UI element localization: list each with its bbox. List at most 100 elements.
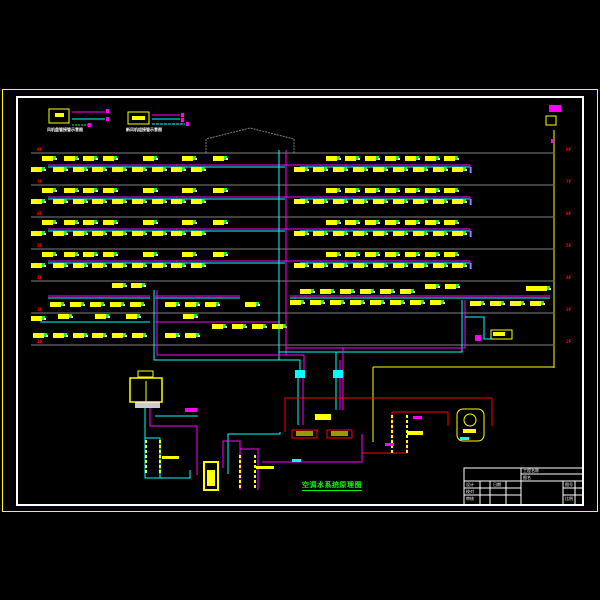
- fan-coil-unit-valve: [176, 333, 179, 337]
- fan-coil-unit: [53, 167, 64, 172]
- tb-drawing-label: 图名: [523, 475, 531, 480]
- fan-coil-unit: [470, 301, 481, 306]
- fan-coil-unit-valve: [396, 220, 399, 224]
- floor-tag-left: 2F: [37, 339, 43, 344]
- fan-coil-unit-fitting: [77, 158, 79, 160]
- fan-coil-unit-fitting: [108, 316, 110, 318]
- fan-coil-unit-valve: [436, 252, 439, 256]
- boiler-burner: [463, 413, 477, 427]
- fan-coil-unit: [185, 302, 196, 307]
- fan-coil-unit-valve: [114, 188, 117, 192]
- fan-coil-unit-fitting: [346, 201, 348, 203]
- fan-coil-unit-valve: [123, 263, 126, 267]
- fan-coil-unit: [95, 314, 106, 319]
- expansion-tank-group: [545, 105, 561, 143]
- fan-coil-unit: [213, 156, 224, 161]
- fan-coil-unit-fitting: [105, 265, 107, 267]
- fan-coil-unit-valve: [321, 300, 324, 304]
- fan-coil-unit: [73, 263, 84, 268]
- fan-coil-unit: [132, 167, 143, 172]
- fan-coil-unit-valve: [436, 284, 439, 288]
- fan-coil-unit-fitting: [198, 335, 200, 337]
- fan-coil-unit-fitting: [156, 158, 158, 160]
- fan-coil-unit-valve: [444, 263, 447, 267]
- fan-coil-unit-valve: [364, 199, 367, 203]
- fan-coil-unit-valve: [154, 156, 157, 160]
- fan-coil-unit-valve: [436, 156, 439, 160]
- fan-coil-unit-valve: [404, 263, 407, 267]
- fan-coil-unit-fitting: [503, 303, 505, 305]
- fan-coil-unit-valve: [137, 314, 140, 318]
- fan-coil-unit-valve: [311, 289, 314, 293]
- supply-loop-lower-right: [278, 290, 463, 353]
- floor-tag-left: 4F: [37, 275, 43, 280]
- ahu-tag: [475, 335, 481, 341]
- fan-coil-unit: [143, 252, 154, 257]
- fan-coil-unit-valve: [356, 156, 359, 160]
- fan-coil-unit-fitting: [426, 169, 428, 171]
- fan-coil-unit: [413, 167, 424, 172]
- fan-coil-unit-fitting: [386, 201, 388, 203]
- fan-coil-unit-valve: [182, 263, 185, 267]
- boiler-connection: [460, 437, 469, 440]
- fan-coil-unit-fitting: [44, 265, 46, 267]
- chw-tag: [292, 459, 301, 462]
- floor-tag-right: 2F: [566, 339, 572, 344]
- fan-coil-unit-valve: [142, 283, 145, 287]
- fan-coil-unit-valve: [61, 302, 64, 306]
- fan-coil-unit: [444, 188, 455, 193]
- fan-coil-unit-valve: [94, 252, 97, 256]
- expansion-tank-tag: [551, 139, 554, 143]
- fan-coil-unit-fitting: [378, 190, 380, 192]
- fan-coil-unit: [365, 156, 376, 161]
- fan-coil-unit-valve: [141, 302, 144, 306]
- air-handling-unit-icon-core: [132, 116, 145, 120]
- fan-coil-unit-fitting: [406, 169, 408, 171]
- fan-coil-unit: [393, 231, 404, 236]
- fan-coil-unit-fitting: [358, 190, 360, 192]
- fan-coil-unit-valve: [344, 199, 347, 203]
- fan-coil-unit-fitting: [446, 201, 448, 203]
- fan-coil-unit: [353, 263, 364, 268]
- fan-coil-unit: [213, 220, 224, 225]
- fan-coil-unit: [143, 156, 154, 161]
- fan-coil-unit: [326, 220, 337, 225]
- floor-tag-left: 3F: [37, 307, 43, 312]
- fan-coil-unit-fitting: [549, 288, 551, 290]
- fan-coil-unit: [42, 252, 53, 257]
- fan-coil-unit: [191, 167, 202, 172]
- fan-coil-unit-valve: [547, 286, 550, 290]
- fan-coil-unit: [413, 231, 424, 236]
- air-handling-unit: [490, 329, 513, 340]
- fan-coil-unit-valve: [404, 231, 407, 235]
- fan-coil-unit: [510, 301, 521, 306]
- legend-group: [48, 108, 189, 127]
- fan-coil-unit-valve: [196, 302, 199, 306]
- fan-coil-unit: [353, 199, 364, 204]
- fan-coil-unit-fitting: [226, 190, 228, 192]
- fan-coil-unit-fitting: [398, 222, 400, 224]
- fan-coil-unit-fitting: [326, 233, 328, 235]
- condenser-bottom: [362, 440, 408, 454]
- legend-label-ahu: 新风机组接管示意图: [126, 127, 162, 132]
- fan-coil-unit: [53, 263, 64, 268]
- fan-coil-unit-fitting: [358, 158, 360, 160]
- pump-tag: [413, 416, 422, 419]
- fan-coil-unit-valve: [455, 220, 458, 224]
- fan-coil-unit-fitting: [339, 222, 341, 224]
- fan-coil-unit-fitting: [339, 190, 341, 192]
- fan-coil-unit-fitting: [55, 222, 57, 224]
- fan-coil-unit-fitting: [398, 190, 400, 192]
- fan-coil-unit-valve: [356, 220, 359, 224]
- fan-coil-unit-valve: [376, 252, 379, 256]
- fan-coil-unit: [345, 156, 356, 161]
- chw-pump-label: [256, 466, 274, 469]
- fan-coil-unit-fitting: [226, 222, 228, 224]
- floor-lines-group: [31, 152, 553, 346]
- fan-coil-unit-valve: [64, 199, 67, 203]
- fan-coil-unit-valve: [53, 156, 56, 160]
- fan-coil-unit-fitting: [457, 254, 459, 256]
- fan-coil-unit: [294, 263, 305, 268]
- fan-coil-unit-fitting: [323, 302, 325, 304]
